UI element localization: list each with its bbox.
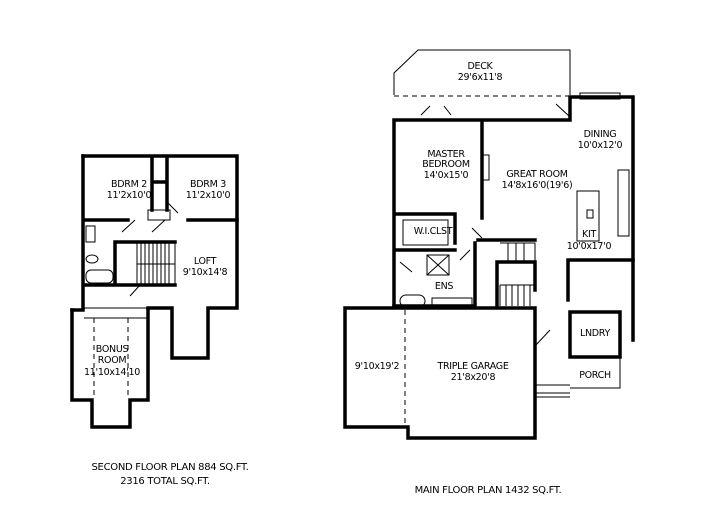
total-sqft: 2316 TOTAL SQ.FT.: [120, 476, 210, 487]
room-label: MASTER: [427, 149, 465, 160]
room-size: 14'8x16'0(19'6): [502, 180, 573, 191]
room-label: DINING: [584, 129, 617, 140]
room-label: BONUS: [96, 344, 129, 355]
room-label: BDRM 3: [190, 179, 226, 190]
main-floor-plan: [343, 49, 635, 440]
room-label: ENS: [435, 281, 454, 292]
room-size: 21'8x20'8: [451, 372, 496, 383]
room-label: LOFT: [194, 256, 217, 267]
room-label: ROOM: [98, 355, 127, 366]
second-floor-caption: SECOND FLOOR PLAN 884 SQ.FT.: [92, 462, 249, 473]
main-floor-caption: MAIN FLOOR PLAN 1432 SQ.FT.: [415, 485, 562, 496]
room-size: 9'10x19'2: [355, 361, 400, 372]
room-label: LNDRY: [580, 328, 611, 339]
room-label: KIT: [582, 229, 596, 240]
room-label: BDRM 2: [111, 179, 147, 190]
room-size: 14'0x15'0: [424, 170, 469, 181]
room-size: 11'2x10'0: [186, 190, 231, 201]
room-label: BEDROOM: [422, 159, 470, 170]
second-floor-plan: [70, 154, 239, 429]
room-label: DECK: [468, 61, 494, 72]
room-label: GREAT ROOM: [506, 169, 567, 180]
room-size: 10'0x17'0: [567, 241, 612, 252]
room-size: 10'0x12'0: [578, 140, 623, 151]
room-size: 11'2x10'0: [107, 190, 152, 201]
room-label: TRIPLE GARAGE: [436, 361, 508, 372]
room-size: 11'10x14'10: [84, 367, 140, 378]
room-size: 9'10x14'8: [183, 267, 228, 278]
room-label: W.I.CLST: [414, 226, 453, 237]
room-size: 29'6x11'8: [458, 72, 503, 83]
room-label: PORCH: [579, 370, 611, 381]
